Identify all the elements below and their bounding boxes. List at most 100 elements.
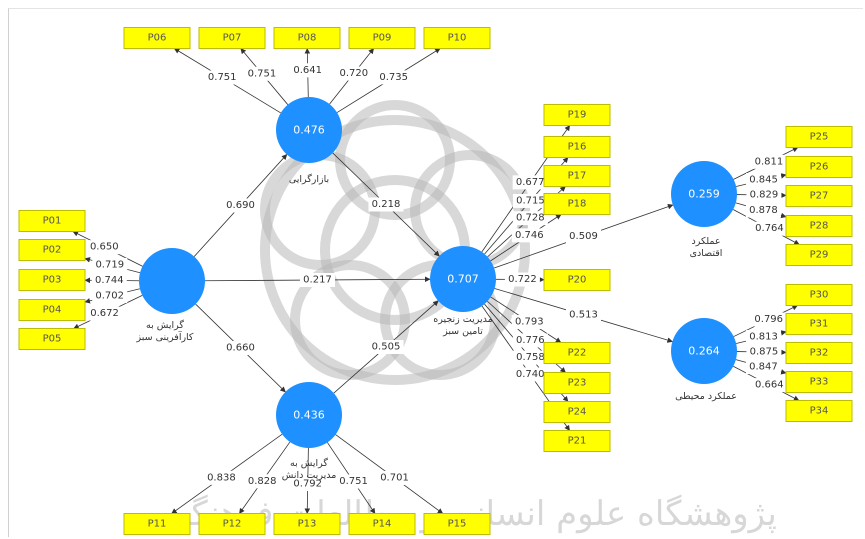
construct-env[interactable]: 0.264 <box>671 318 737 384</box>
loading-P17-text: 0.728 <box>516 213 545 224</box>
indicator-box <box>543 372 611 394</box>
indicator-box <box>18 239 86 261</box>
indicator-P30[interactable]: P30 <box>785 284 853 306</box>
indicator-P14[interactable]: P14 <box>348 513 416 535</box>
indicator-P06[interactable]: P06 <box>123 27 191 49</box>
indicator-label: P28 <box>810 221 829 232</box>
loading-P24-bg <box>512 350 548 365</box>
indicator-label: P05 <box>43 334 62 345</box>
indicator-P13[interactable]: P13 <box>273 513 341 535</box>
indicator-box <box>785 371 853 393</box>
path-coef-gov-mkt-bg <box>223 198 258 213</box>
indicator-box <box>543 269 611 291</box>
indicator-box <box>785 284 853 306</box>
path-coef-gscm-env-bg <box>566 308 601 322</box>
construct-label-gov: کارآفرینی سبز <box>136 330 194 343</box>
indicator-P03[interactable]: P03 <box>18 269 86 291</box>
loading-P25-bg <box>751 154 787 169</box>
indicator-P31[interactable]: P31 <box>785 313 853 335</box>
loading-P13-text: 0.792 <box>293 479 322 490</box>
loading-P21-text: 0.740 <box>516 369 545 380</box>
construct-know[interactable]: 0.436 <box>276 382 342 448</box>
construct-mkt[interactable]: 0.476 <box>276 97 342 163</box>
path-coef-gscm-econ-text: 0.509 <box>569 231 598 242</box>
construct-r2: 0.259 <box>688 188 720 201</box>
loading-P19-text: 0.677 <box>516 177 545 188</box>
indicator-label: P03 <box>43 275 62 286</box>
construct-gscm[interactable]: 0.707 <box>430 246 496 312</box>
loading-P33: 0.847 <box>745 360 781 375</box>
path-coef-gscm-econ-bg <box>566 229 601 244</box>
loading-P29-text: 0.764 <box>755 223 784 234</box>
indicator-label: P12 <box>223 519 242 530</box>
indicator-P09[interactable]: P09 <box>348 27 416 49</box>
construct-circle <box>139 248 205 314</box>
indicator-box <box>198 513 266 535</box>
indicator-P29[interactable]: P29 <box>785 244 853 266</box>
indicator-P34[interactable]: P34 <box>785 400 853 422</box>
loading-P21: 0.740 <box>512 367 548 382</box>
loading-P01: 0.650 <box>86 240 122 255</box>
loading-P23-text: 0.776 <box>516 335 545 346</box>
indicator-P04[interactable]: P04 <box>18 299 86 321</box>
indicator-P11[interactable]: P11 <box>123 513 191 535</box>
indicator-P32[interactable]: P32 <box>785 342 853 364</box>
indicator-P17[interactable]: P17 <box>543 165 611 187</box>
path-coef-gov-know-bg <box>223 341 258 355</box>
indicator-P16[interactable]: P16 <box>543 136 611 158</box>
indicator-label: P22 <box>568 348 587 359</box>
indicator-label: P25 <box>810 132 829 143</box>
loading-P04-text: 0.702 <box>95 291 124 302</box>
loading-P26-bg <box>746 173 782 188</box>
indicator-box <box>785 156 853 178</box>
indicator-P28[interactable]: P28 <box>785 215 853 237</box>
indicator-P01[interactable]: P01 <box>18 210 86 232</box>
indicator-P18[interactable]: P18 <box>543 193 611 215</box>
loading-P18-bg <box>511 228 547 243</box>
indicator-P15[interactable]: P15 <box>423 513 491 535</box>
indicator-P33[interactable]: P33 <box>785 371 853 393</box>
indicator-box <box>543 104 611 126</box>
loading-P17-bg <box>512 211 548 226</box>
indicator-P25[interactable]: P25 <box>785 126 853 148</box>
indicator-box <box>785 342 853 364</box>
construct-gov[interactable] <box>139 248 205 314</box>
indicator-P27[interactable]: P27 <box>785 185 853 207</box>
indicator-P26[interactable]: P26 <box>785 156 853 178</box>
indicator-P02[interactable]: P02 <box>18 239 86 261</box>
indicator-box <box>348 27 416 49</box>
indicator-P08[interactable]: P08 <box>273 27 341 49</box>
loading-P29-bg <box>751 221 787 236</box>
indicator-box <box>423 27 491 49</box>
indicator-P23[interactable]: P23 <box>543 372 611 394</box>
loading-P13: 0.792 <box>290 477 326 492</box>
indicator-P24[interactable]: P24 <box>543 401 611 423</box>
path-coef-mkt-gscm: 0.218 <box>368 197 404 212</box>
indicator-P05[interactable]: P05 <box>18 328 86 350</box>
indicator-label: P06 <box>148 33 167 44</box>
indicator-label: P17 <box>568 171 587 182</box>
construct-r2: 0.707 <box>447 273 479 286</box>
indicator-box <box>543 136 611 158</box>
loading-P20-text: 0.722 <box>508 274 537 285</box>
indicator-P21[interactable]: P21 <box>543 430 611 452</box>
loading-P04-bg <box>92 289 128 304</box>
loading-P27: 0.829 <box>746 188 782 203</box>
indicator-P19[interactable]: P19 <box>543 104 611 126</box>
loading-P11: 0.838 <box>203 470 239 485</box>
loading-P25: 0.811 <box>751 154 787 169</box>
loading-P10-text: 0.735 <box>379 72 408 83</box>
loading-P29: 0.764 <box>751 221 787 236</box>
indicator-P12[interactable]: P12 <box>198 513 266 535</box>
indicator-P07[interactable]: P07 <box>198 27 266 49</box>
path-coef-gov-mkt-text: 0.690 <box>226 200 255 211</box>
construct-econ[interactable]: 0.259 <box>671 161 737 227</box>
indicator-label: P11 <box>148 519 167 530</box>
indicator-P20[interactable]: P20 <box>543 269 611 291</box>
indicator-P10[interactable]: P10 <box>423 27 491 49</box>
loading-P17: 0.728 <box>512 211 548 226</box>
loading-P34: 0.664 <box>751 378 787 393</box>
loading-P28-bg <box>745 203 781 218</box>
loading-P07-bg <box>244 66 280 81</box>
indicator-P22[interactable]: P22 <box>543 342 611 364</box>
